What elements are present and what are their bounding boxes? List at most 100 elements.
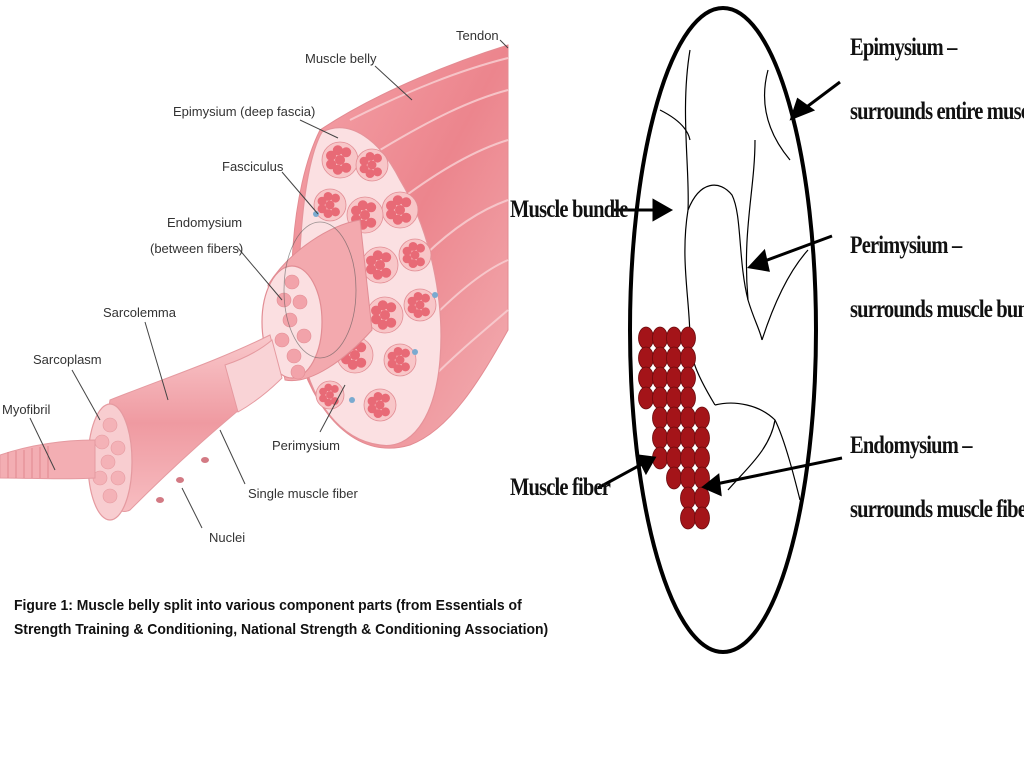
fasciculus-cell [296,328,312,344]
fascicle-fiber [332,145,343,156]
fiber-cell [652,406,668,430]
myofibril-section [102,488,118,504]
fascicle-fiber [366,264,377,275]
fascicle-fiber [407,296,417,306]
fascicle-fiber [387,351,397,361]
fascicle-fiber [326,159,337,170]
fascicle-fiber [415,300,425,310]
left-leader-lines [29,39,509,529]
label-sarcoplasm: Sarcoplasm [33,352,102,367]
fascicle-fiber [351,205,362,216]
right-arrows [597,80,843,497]
fascicle-fiber [381,407,390,417]
fascicle-fiber [365,151,375,161]
fascicle-fiber [319,394,327,403]
fascicle-fiber [413,309,423,319]
muscle-cross-section-schematic [628,6,818,654]
fasciculus-cells [274,274,312,380]
fiber-cell [680,426,696,450]
fiber-cell [680,486,696,510]
fasciculus-cell [292,294,308,310]
label-myofibril: Myofibril [2,402,51,417]
fascicle-fiber [392,214,403,225]
fascicle-fiber [367,160,377,170]
fiber-cell [652,366,668,390]
fascicle-fiber [381,393,390,403]
fascicle-fiber [371,305,382,316]
fascicle-fiber [365,169,375,179]
fascicle-fiber [373,409,383,419]
fascicle-fiber [356,342,367,353]
fascicle-fiber [330,385,339,393]
figure-caption: Figure 1: Muscle belly split into variou… [14,594,548,642]
label-surrounds-muscle-fiber: surrounds muscle fiber [850,496,1024,523]
fiber-cell [680,346,696,370]
label-perimysium: Perimysium [272,438,340,453]
fiber-cell [652,386,668,410]
fiber-cell [666,426,682,450]
fiber-cell [666,406,682,430]
arrow-head-fiber [635,454,657,476]
label-tendon: Tendon [456,28,499,43]
fascicle-fiber [421,293,430,303]
fascicle-fiber [394,204,406,216]
fascicle-fiber [372,269,383,280]
fascicle-fiber [373,153,382,163]
fiber-cell [694,426,710,450]
myofibril-section [102,417,118,433]
fascicle-fiber [379,309,391,321]
label-muscle-bundle: Muscle bundle [510,196,628,223]
fasciculus-cell [290,364,306,380]
fasciculus-cell [284,274,300,290]
label-muscle-fiber: Muscle fiber [510,474,611,501]
fascicle-fiber [393,364,403,374]
fiber-cell [666,346,682,370]
fascicle-fiber [402,246,412,256]
fascicle-fiber [374,259,386,271]
fascicle-fiber [357,200,368,211]
fiber-cell [638,346,654,370]
endomysium-ring [283,221,357,359]
fascicle-fiber [367,404,377,414]
fascicle-fiber [324,383,333,392]
fascicle-fiber [402,254,412,264]
fascicle-fiber [393,346,403,356]
fiber-cell [694,406,710,430]
fascicle-fiber [366,217,377,228]
fiber-cell [680,366,696,390]
fascicle-fiber [359,164,369,174]
label-epimysium-deep-fascia: Epimysium (deep fascia) [173,104,316,119]
arrow-head-epimysium [789,97,816,121]
fascicle-fiber [341,162,352,173]
fascicle-fiber [359,209,371,221]
fascicle-fiber [330,397,339,405]
fascicle-fiber [407,304,417,314]
fascicle-fiber [334,154,346,166]
fascicle-fiber [421,307,430,317]
myofibril-section [94,434,110,450]
fascicle-fiber [367,396,377,406]
label-surrounds-entire-muscle: surrounds entire muscle [850,98,1024,125]
label-single-muscle-fiber: Single muscle fiber [248,486,358,501]
arrow-head-endomysium [701,473,722,497]
fiber-cell [680,406,696,430]
muscle-belly-illustration [0,44,509,521]
fascicle-fiber [386,200,397,211]
fiber-cell [666,386,682,410]
fascicle-fiber [377,300,388,311]
fascicle-fiber [323,191,333,201]
fascicle-fiber [413,291,423,301]
fascicle-fiber [392,195,403,206]
fiber-cell [638,326,654,350]
fascicle-fiber [366,255,377,266]
fascicle-fiber [401,197,412,208]
fascicle-fiber [325,200,335,210]
label-endomysium-right: Endomysium – [850,432,973,459]
myofibril-cross-sections [92,417,126,504]
fiber-cell [638,386,654,410]
fascicle-fiber [386,209,397,220]
fascicle-fiber [387,359,397,369]
label-nuclei: Nuclei [209,530,246,545]
arrow-head-perimysium [746,248,770,272]
